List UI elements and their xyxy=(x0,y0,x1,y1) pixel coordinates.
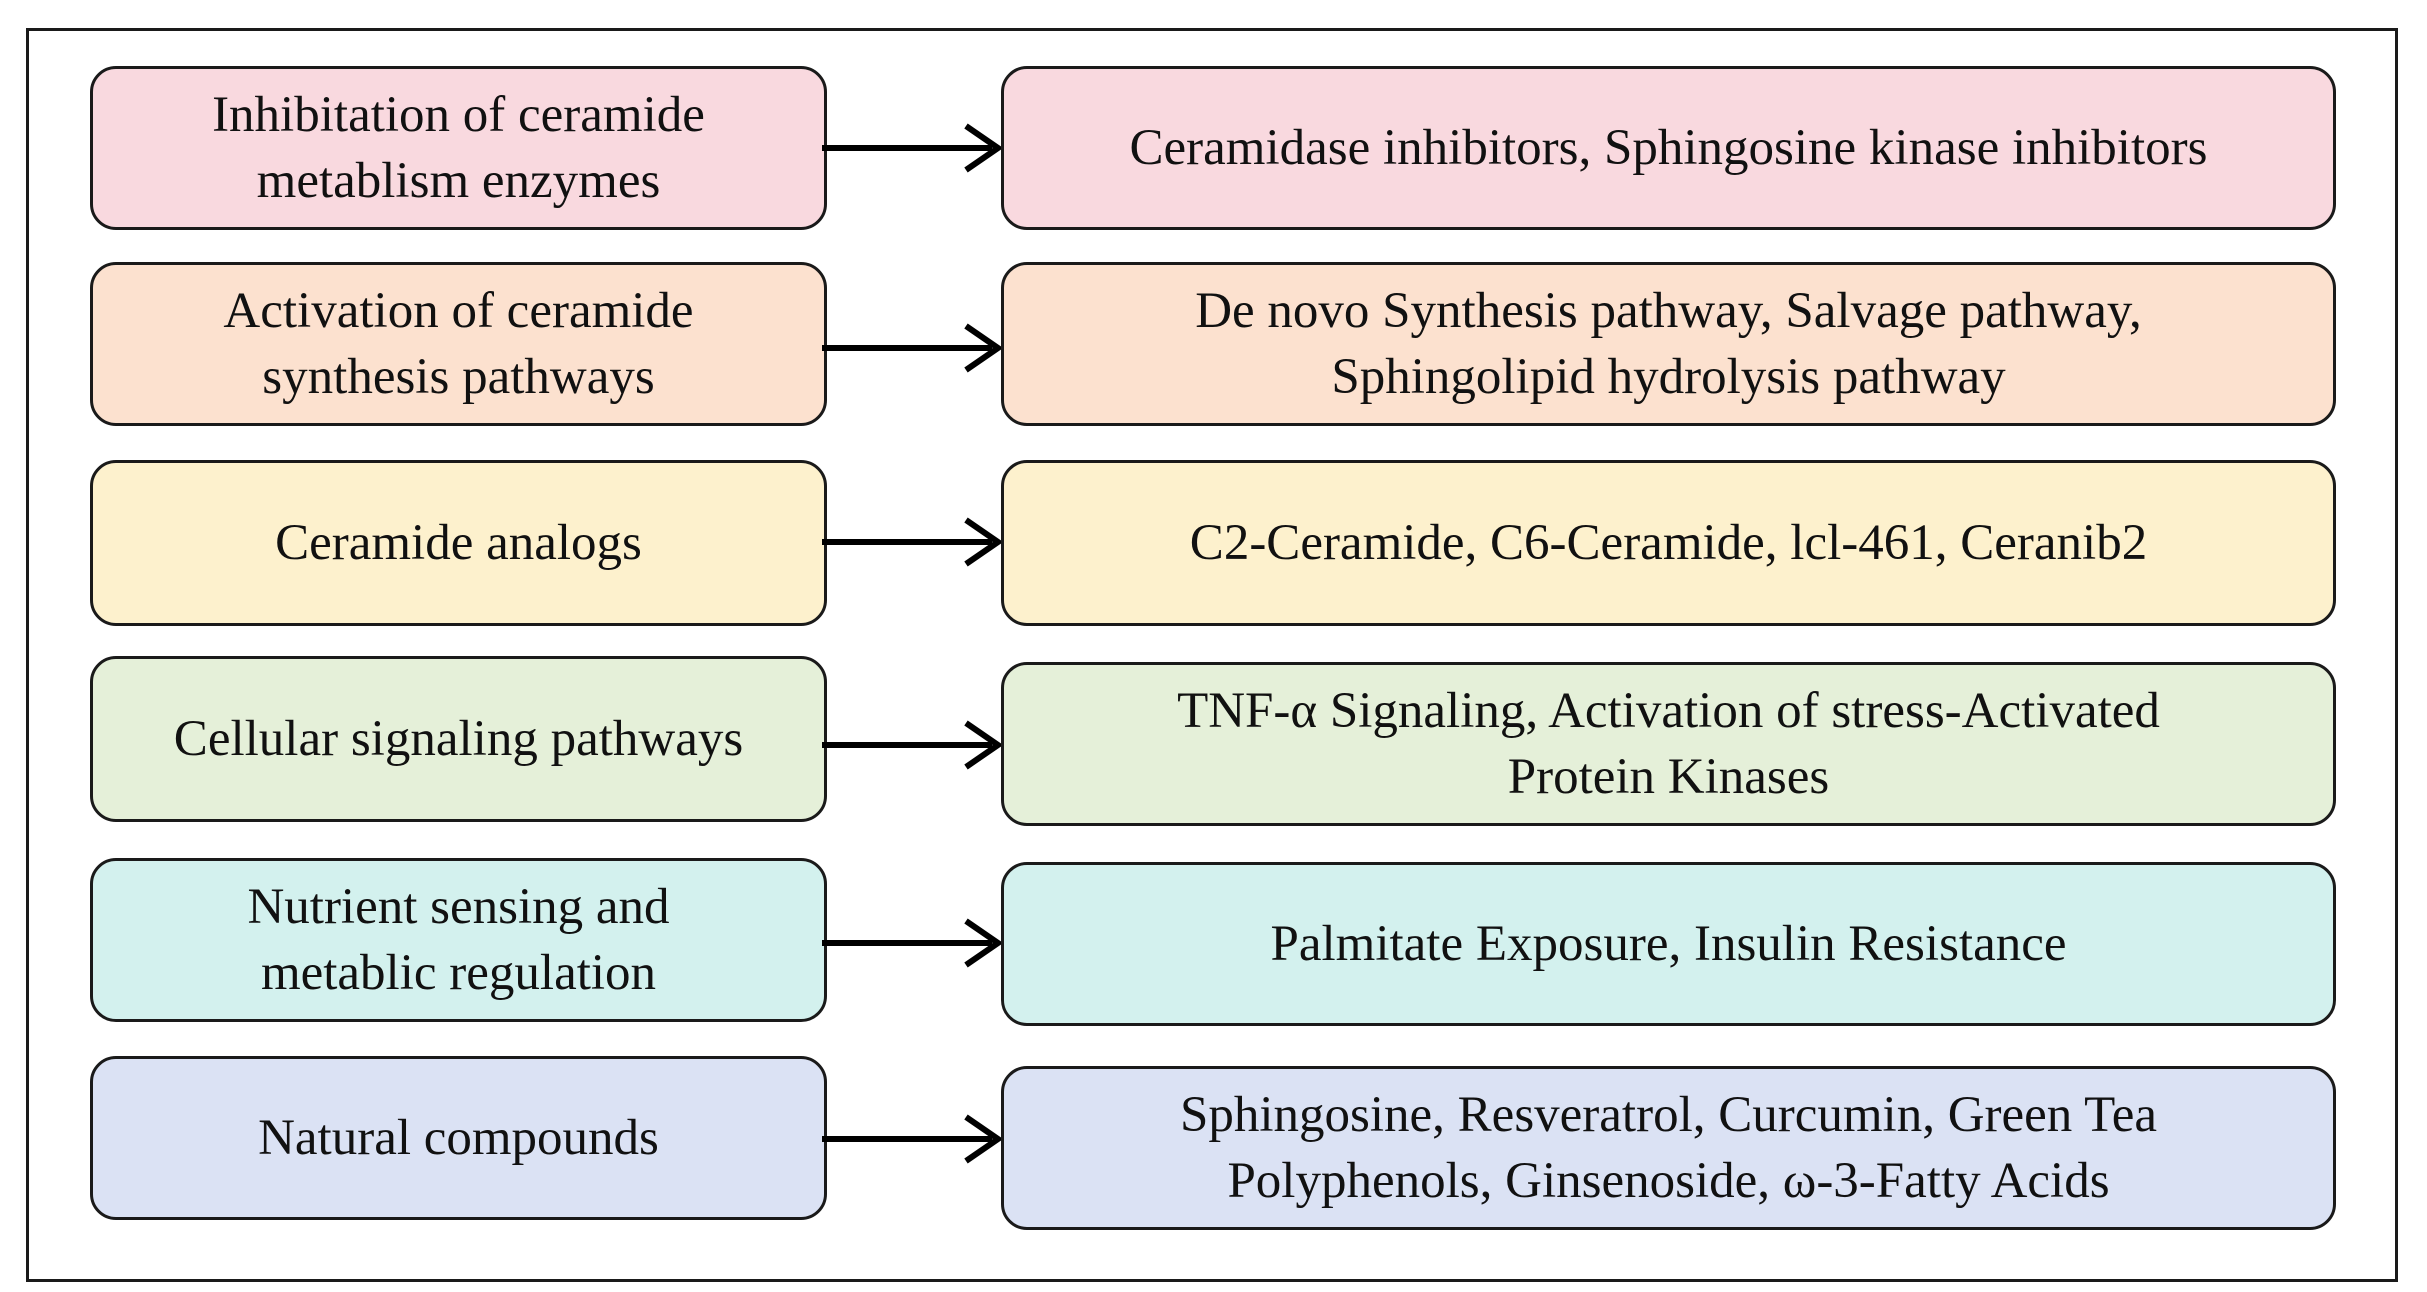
category-box: Natural compounds xyxy=(90,1056,827,1220)
example-line: Ceramidase inhibitors, Sphingosine kinas… xyxy=(1129,120,2208,176)
category-line: Nutrient sensing and xyxy=(247,879,670,935)
example-line: Protein Kinases xyxy=(1507,749,1830,805)
arrow-icon xyxy=(822,123,1004,173)
example-box: Sphingosine, Resveratrol, Curcumin, Gree… xyxy=(1001,1066,2336,1230)
example-line: Palmitate Exposure, Insulin Resistance xyxy=(1270,916,2067,972)
category-box: Nutrient sensing and metablic regulation xyxy=(90,858,827,1022)
arrow-icon xyxy=(822,1114,1004,1164)
example-line: TNF-α Signaling, Activation of stress-Ac… xyxy=(1177,683,2160,739)
category-line: synthesis pathways xyxy=(262,349,655,405)
category-line: metablism enzymes xyxy=(256,153,661,209)
arrow-icon xyxy=(822,918,1004,968)
category-line: Natural compounds xyxy=(258,1110,659,1166)
example-box: De novo Synthesis pathway, Salvage pathw… xyxy=(1001,262,2336,426)
row-ceramide-metabolism-inhibition: Inhibitation of ceramide metablism enzym… xyxy=(0,66,2427,236)
row-ceramide-analogs: Ceramide analogs C2-Ceramide, C6-Ceramid… xyxy=(0,460,2427,630)
row-nutrient-sensing: Nutrient sensing and metablic regulation… xyxy=(0,858,2427,1028)
row-cellular-signaling: Cellular signaling pathways TNF-α Signal… xyxy=(0,656,2427,826)
category-line: Ceramide analogs xyxy=(275,515,642,571)
category-line: Activation of ceramide xyxy=(223,283,694,339)
category-box: Cellular signaling pathways xyxy=(90,656,827,822)
category-line: metablic regulation xyxy=(260,945,657,1001)
category-line: Cellular signaling pathways xyxy=(173,711,744,767)
example-line: De novo Synthesis pathway, Salvage pathw… xyxy=(1195,283,2142,339)
example-line: Sphingolipid hydrolysis pathway xyxy=(1331,349,2006,405)
category-box: Ceramide analogs xyxy=(90,460,827,626)
arrow-icon xyxy=(822,517,1004,567)
example-box: C2-Ceramide, C6-Ceramide, lcl-461, Ceran… xyxy=(1001,460,2336,626)
category-line: Inhibitation of ceramide xyxy=(212,87,705,143)
category-box: Activation of ceramide synthesis pathway… xyxy=(90,262,827,426)
arrow-icon xyxy=(822,720,1004,770)
example-line: C2-Ceramide, C6-Ceramide, lcl-461, Ceran… xyxy=(1189,515,2148,571)
arrow-icon xyxy=(822,323,1004,373)
example-line: Polyphenols, Ginsenoside, ω-3-Fatty Acid… xyxy=(1227,1153,2110,1209)
example-line: Sphingosine, Resveratrol, Curcumin, Gree… xyxy=(1179,1087,2158,1143)
row-ceramide-synthesis-activation: Activation of ceramide synthesis pathway… xyxy=(0,262,2427,432)
row-natural-compounds: Natural compounds Sphingosine, Resveratr… xyxy=(0,1056,2427,1230)
example-box: Ceramidase inhibitors, Sphingosine kinas… xyxy=(1001,66,2336,230)
example-box: TNF-α Signaling, Activation of stress-Ac… xyxy=(1001,662,2336,826)
example-box: Palmitate Exposure, Insulin Resistance xyxy=(1001,862,2336,1026)
category-box: Inhibitation of ceramide metablism enzym… xyxy=(90,66,827,230)
